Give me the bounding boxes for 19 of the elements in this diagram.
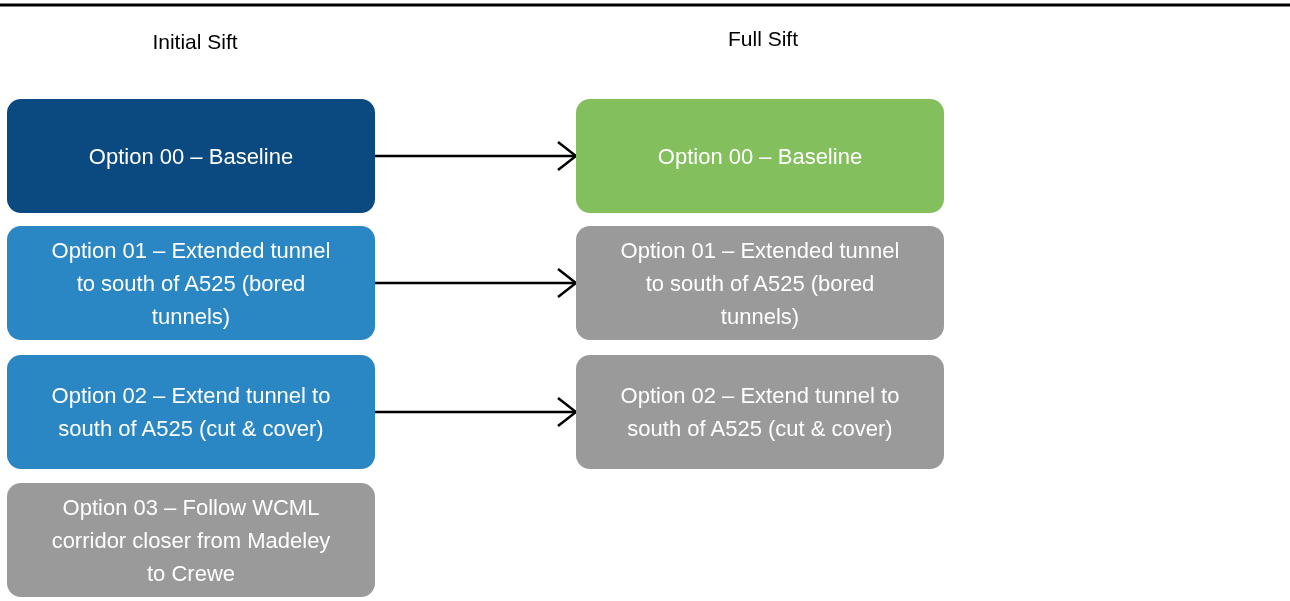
option-box [7, 226, 375, 340]
arrow [375, 396, 578, 428]
column-heading: Initial Sift [152, 30, 238, 54]
option-text: Option 01 – Extended tunnel to south of A525 (bored tunnels) [50, 236, 332, 331]
option-box [7, 483, 375, 597]
arrow [375, 140, 578, 172]
arrow [375, 267, 578, 299]
option-box [576, 99, 944, 213]
option-text: Option 02 – Extend tunnel to south of A525 (cut & cover) [619, 382, 901, 443]
option-box [576, 226, 944, 340]
option-text: Option 01 – Extended tunnel to south of A525 (bored tunnels) [619, 236, 901, 331]
option-text: Option 02 – Extend tunnel to south of A525 (cut & cover) [50, 382, 332, 443]
column-heading: Full Sift [728, 27, 798, 51]
option-text: Option 00 – Baseline [88, 142, 294, 171]
option-box [7, 355, 375, 469]
option-text: Option 03 – Follow WCML corridor closer from Madeley to Crewe [50, 493, 332, 588]
option-text: Option 00 – Baseline [657, 142, 863, 171]
option-box [576, 355, 944, 469]
option-box [7, 99, 375, 213]
